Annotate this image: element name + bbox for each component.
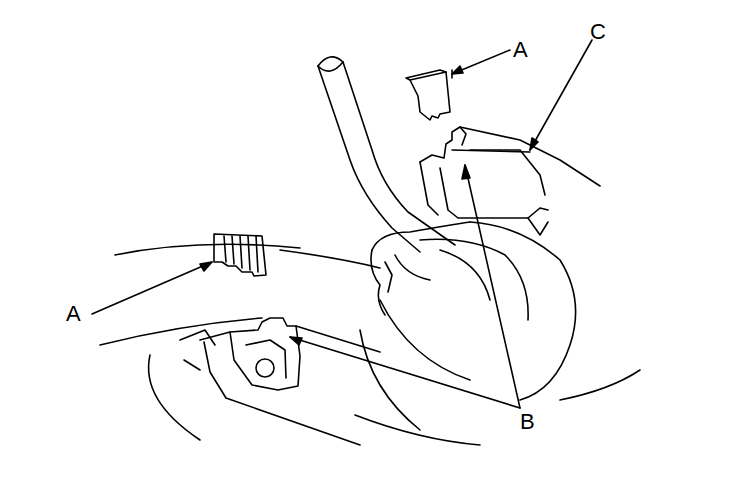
part-label: B — [520, 410, 535, 434]
part-label: A — [66, 302, 81, 326]
part-label: C — [590, 20, 606, 44]
part-label: A — [513, 38, 528, 62]
